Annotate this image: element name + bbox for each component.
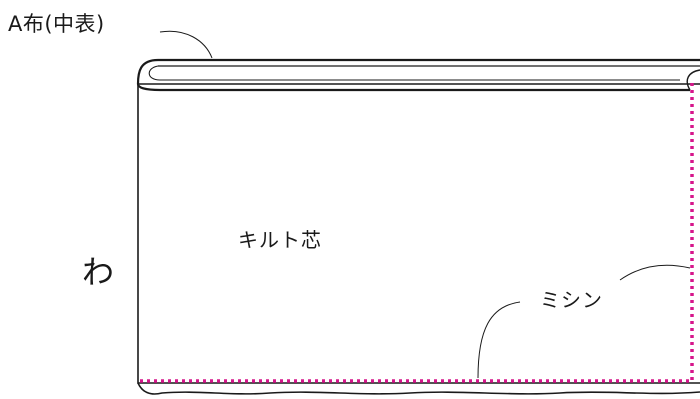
fabric-body-outline: [137, 83, 700, 384]
stitch-line: [140, 82, 694, 383]
fabric-a-label: A布(中表): [8, 12, 105, 36]
sewing-leader-bottom: [477, 301, 521, 379]
fabric-a-top-edge: [136, 58, 700, 92]
fabric-a-curl-left: [148, 65, 680, 81]
sewing-label: ミシン: [540, 288, 603, 312]
fabric-a-curl-right: [686, 69, 700, 91]
quilt-core-label: キルト芯: [238, 228, 322, 252]
fabric-bottom-edge: [137, 382, 700, 395]
sewing-leader-right: [619, 264, 691, 281]
fold-label: わ: [82, 253, 115, 291]
fabric-a-leader-line: [159, 30, 213, 59]
